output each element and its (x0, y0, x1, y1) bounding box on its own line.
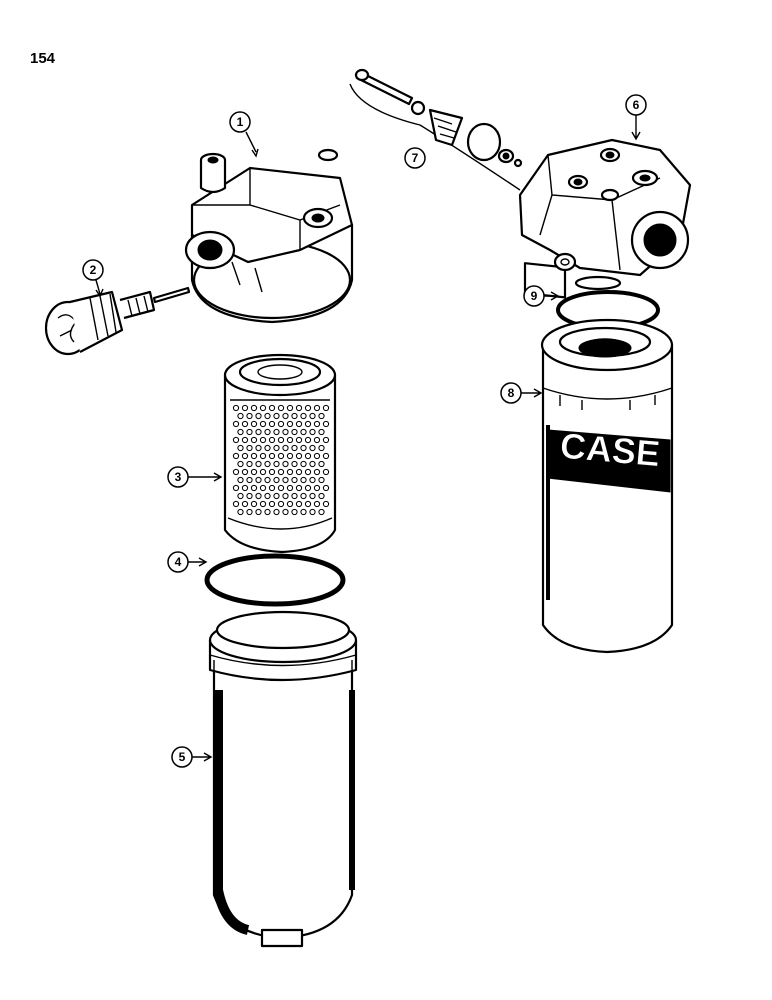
callout-8-label: 8 (508, 386, 515, 400)
o-ring-left (204, 553, 346, 607)
callout-1-label: 1 (237, 115, 244, 129)
bypass-valve (44, 286, 191, 356)
filter-head-right (518, 138, 692, 299)
callout-9: 9 (523, 285, 560, 307)
callout-5-label: 5 (179, 750, 186, 764)
callout-3-label: 3 (175, 470, 182, 484)
callout-5: 5 (171, 746, 213, 768)
callout-6-label: 6 (633, 98, 640, 112)
filter-head-left (184, 148, 354, 324)
relief-valve-kit (349, 68, 523, 191)
page-number: 154 (30, 50, 56, 67)
callout-1: 1 (229, 111, 259, 158)
callout-8: 8 (500, 382, 543, 404)
spin-on-filter: CASE (540, 318, 674, 654)
callout-9-label: 9 (531, 289, 538, 303)
case-logo: CASE (558, 425, 661, 475)
callout-7-label: 7 (412, 151, 419, 165)
filter-cartridge (223, 353, 337, 554)
callout-4-label: 4 (175, 555, 182, 569)
callout-6: 6 (625, 94, 647, 141)
callout-4: 4 (167, 551, 208, 573)
callout-2: 2 (82, 259, 104, 298)
filter-bowl (208, 610, 358, 948)
callout-2-label: 2 (90, 263, 97, 277)
callout-7: 7 (404, 147, 426, 169)
cartridge-perforations (232, 404, 330, 516)
callout-3: 3 (167, 466, 223, 488)
